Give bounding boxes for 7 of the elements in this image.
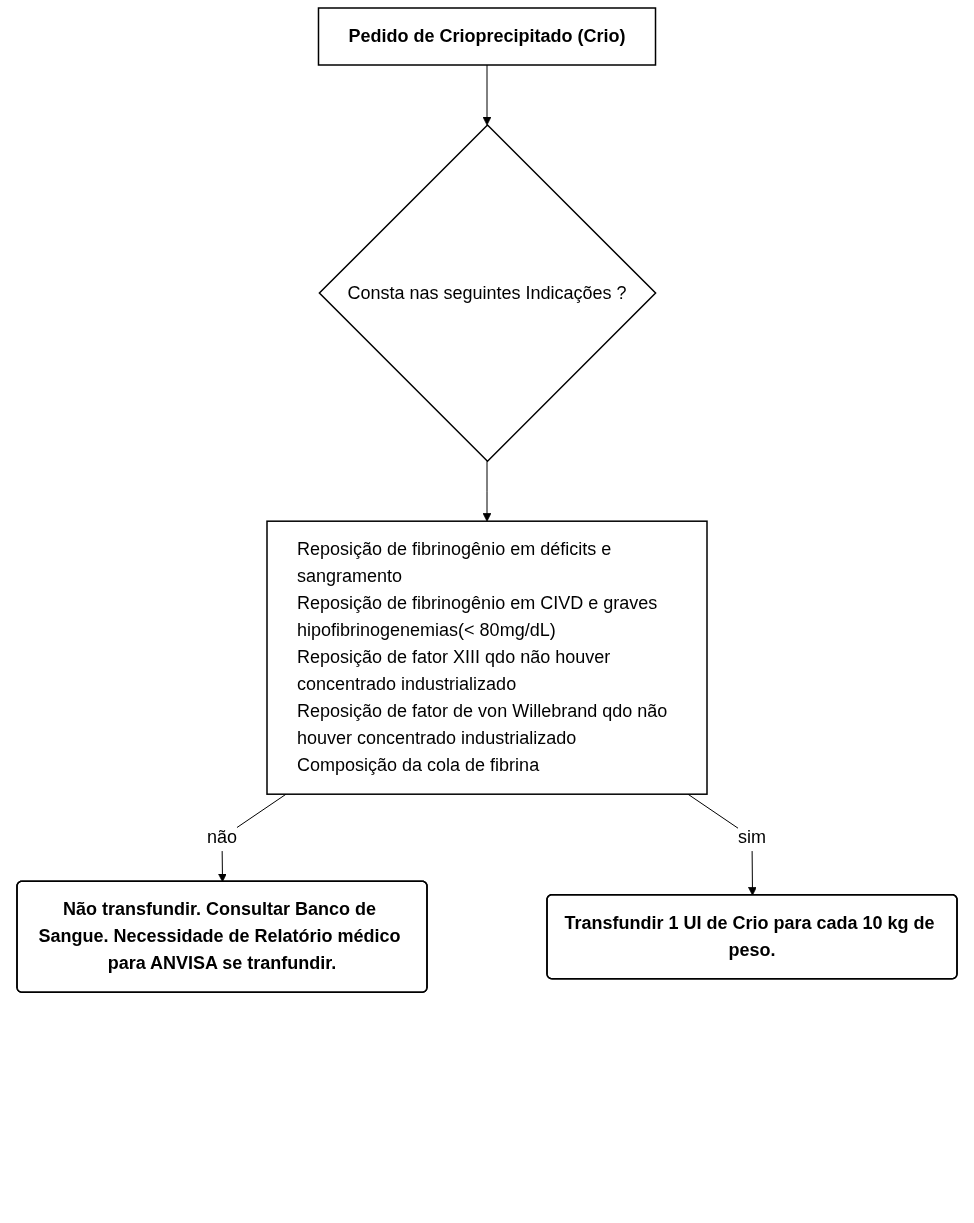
node-diamond: Consta nas seguintes Indicações ?: [318, 123, 657, 463]
node-box: Reposição de fibrinogênio em déficits e sangramento Reposição de fibrinogênio em CIVD e graves hipofibrinogenemias(< 80mg/dL) Reposição de fator XIII qdo não houver concentrado industrializado Reposição de fator de von Willebrand qdo não houver concentrado industrializado Composição da cola de fibrina: [266, 520, 708, 795]
arrow: [482, 460, 492, 522]
node-box: Pedido de Crioprecipitado (Crio): [317, 7, 657, 66]
edge-label: sim: [738, 827, 766, 848]
arrow: [482, 64, 492, 126]
edge-label: não: [206, 827, 238, 848]
